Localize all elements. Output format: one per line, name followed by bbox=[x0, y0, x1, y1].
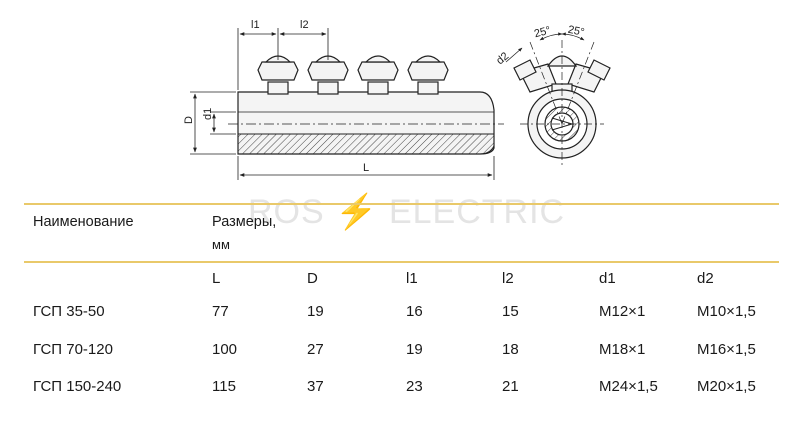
angle-arcs bbox=[505, 32, 585, 63]
column-header-d1: d1 bbox=[599, 270, 616, 287]
table-cell: 19 bbox=[406, 341, 423, 358]
lightning-icon: ⚡ bbox=[335, 193, 379, 231]
dim-label-l2: l2 bbox=[300, 19, 309, 31]
column-header-d2: d2 bbox=[697, 270, 714, 287]
dim-label-d2: d2 bbox=[494, 50, 511, 67]
table-cell: 19 bbox=[307, 303, 324, 320]
column-header-l2: l2 bbox=[502, 270, 514, 287]
dim-label-l1: l1 bbox=[251, 19, 260, 31]
watermark-right: ELECTRIC bbox=[388, 193, 566, 231]
table-row-name: ГСП 70-120 bbox=[33, 341, 113, 358]
table-cell: 23 bbox=[406, 378, 423, 395]
table-cell: 27 bbox=[307, 341, 324, 358]
column-header-D: D bbox=[307, 270, 318, 287]
table-cell: 115 bbox=[212, 378, 236, 395]
column-header-l1: l1 bbox=[406, 270, 418, 287]
dim-label-d1: d1 bbox=[202, 108, 214, 120]
angle-label-right: 25° bbox=[567, 24, 586, 39]
table-cell: M24×1,5 bbox=[599, 378, 658, 395]
table-cell: 21 bbox=[502, 378, 519, 395]
sizes-unit-label: мм bbox=[212, 237, 230, 252]
table-cell: 15 bbox=[502, 303, 519, 320]
table-cell: M18×1 bbox=[599, 341, 646, 358]
table-cell: M16×1,5 bbox=[697, 341, 756, 358]
table-cell: 100 bbox=[212, 341, 238, 358]
watermark-left: ROS bbox=[248, 193, 325, 231]
table-cell: M10×1,5 bbox=[697, 303, 756, 320]
technical-drawing: l1 l2 L D d1 25° 25° d2 bbox=[183, 19, 611, 180]
table-row-name: ГСП 150-240 bbox=[33, 378, 122, 395]
end-view-centerlines bbox=[520, 40, 604, 166]
angle-label-left: 25° bbox=[533, 24, 552, 40]
dim-label-D: D bbox=[183, 116, 195, 124]
table-cell: 18 bbox=[502, 341, 519, 358]
table-top-rule bbox=[24, 203, 779, 205]
dimension-lines bbox=[190, 28, 495, 180]
table-header-rule bbox=[24, 261, 779, 263]
column-header-L: L bbox=[212, 270, 221, 287]
dim-label-L: L bbox=[363, 162, 369, 174]
table-cell: 77 bbox=[212, 303, 229, 320]
table-cell: M12×1 bbox=[599, 303, 646, 320]
sizes-column-header: Размеры, bbox=[212, 214, 277, 230]
table-row-name: ГСП 35-50 bbox=[33, 303, 105, 320]
name-column-header: Наименование bbox=[33, 214, 134, 230]
watermark: ROS ⚡ ELECTRIC bbox=[248, 192, 565, 232]
connector-side-view bbox=[228, 55, 504, 155]
table-cell: 16 bbox=[406, 303, 423, 320]
table-cell: M20×1,5 bbox=[697, 378, 756, 395]
table-cell: 37 bbox=[307, 378, 324, 395]
